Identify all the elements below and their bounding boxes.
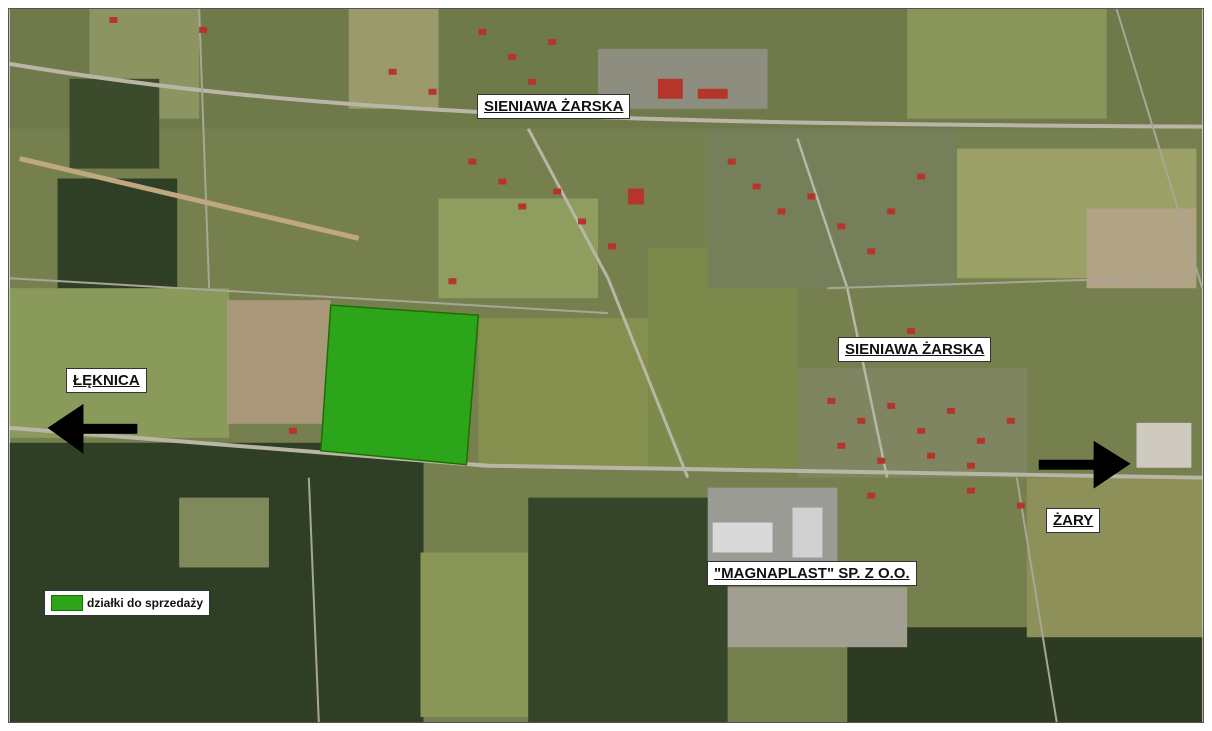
arrow-left-icon xyxy=(47,403,138,454)
field-road xyxy=(1015,477,1058,722)
legend-swatch xyxy=(51,595,83,611)
label-text: SIENIAWA ŻARSKA xyxy=(845,341,985,358)
field xyxy=(179,497,269,568)
forest xyxy=(9,442,424,722)
field xyxy=(348,9,439,109)
label-leknica: ŁĘKNICA xyxy=(66,368,147,393)
label-sieniawa-zarska-east: SIENIAWA ŻARSKA xyxy=(838,337,992,362)
gravel-area xyxy=(1136,422,1192,468)
field-road xyxy=(9,277,609,315)
houses xyxy=(109,16,1025,509)
label-magnaplast: "MAGNAPLAST" SP. Z O.O. xyxy=(707,561,917,586)
field xyxy=(478,318,658,468)
legend-label: działki do sprzedaży xyxy=(87,596,204,610)
forest xyxy=(69,78,160,169)
building xyxy=(712,522,773,553)
forest xyxy=(57,178,178,294)
field-road xyxy=(198,9,211,289)
forest xyxy=(528,497,728,722)
label-zary: ŻARY xyxy=(1046,508,1101,533)
field xyxy=(907,9,1107,119)
village-road xyxy=(526,127,690,479)
field xyxy=(420,552,531,718)
label-text: ŻARY xyxy=(1053,512,1094,529)
parcel-for-sale[interactable] xyxy=(320,304,480,466)
field xyxy=(9,288,230,438)
field xyxy=(438,198,599,299)
label-text: SIENIAWA ŻARSKA xyxy=(484,98,624,115)
field-bare xyxy=(1086,208,1197,289)
arrow-right-icon xyxy=(1038,440,1131,489)
village-area xyxy=(797,367,1027,478)
building xyxy=(792,507,823,558)
label-sieniawa-zarska-north: SIENIAWA ŻARSKA xyxy=(477,94,631,119)
forest-road xyxy=(307,477,320,722)
storage-yard xyxy=(727,587,908,648)
field-bare xyxy=(227,300,331,424)
field-road xyxy=(1115,9,1203,289)
village-area xyxy=(707,128,958,289)
field xyxy=(1026,477,1203,638)
map-legend: działki do sprzedaży xyxy=(44,590,211,616)
main-road xyxy=(9,425,1203,480)
field-road xyxy=(827,275,1197,290)
dirt-track xyxy=(19,156,360,241)
label-text: "MAGNAPLAST" SP. Z O.O. xyxy=(714,565,910,582)
label-text: ŁĘKNICA xyxy=(73,372,140,389)
